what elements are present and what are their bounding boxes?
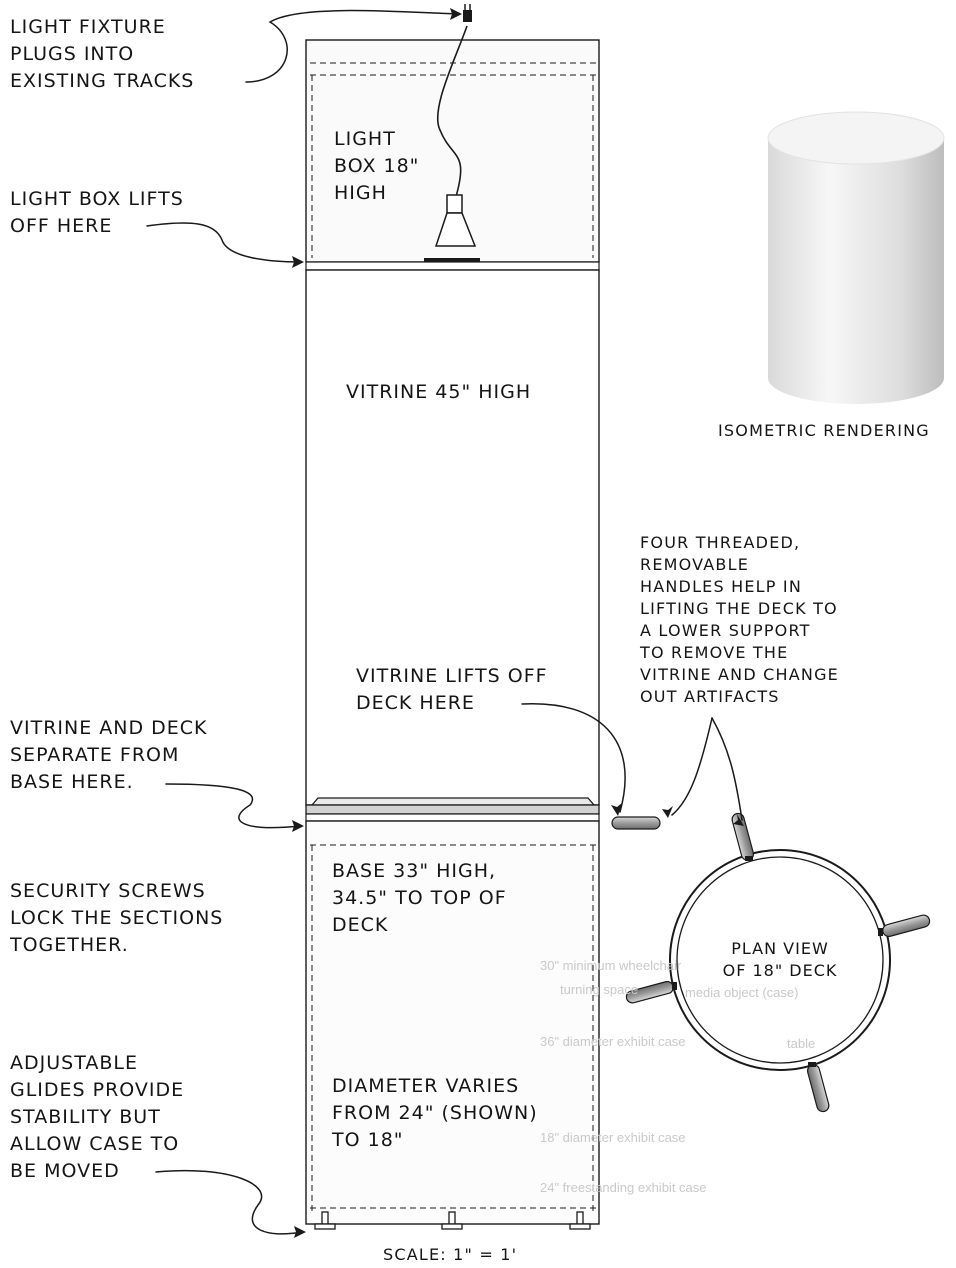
vitrine-body bbox=[305, 269, 600, 806]
glides bbox=[314, 1211, 591, 1230]
light-box-joint bbox=[305, 261, 600, 271]
label-base: BASE 33" HIGH, 34.5" TO TOP OF DECK bbox=[332, 860, 507, 936]
label-diameter: DIAMETER VARIES FROM 24" (SHOWN) TO 18" bbox=[332, 1075, 538, 1151]
ghost-text-1: 30" minimum wheelchair bbox=[540, 958, 682, 973]
ghost-text-5: 24" freestanding exhibit case bbox=[540, 1180, 707, 1195]
label-handles: FOUR THREADED, REMOVABLE HANDLES HELP IN… bbox=[640, 533, 839, 706]
label-vitrine-deck-separate: VITRINE AND DECK SEPARATE FROM BASE HERE… bbox=[10, 717, 208, 793]
plan-view bbox=[624, 811, 932, 1114]
label-isometric: ISOMETRIC RENDERING bbox=[718, 421, 930, 440]
label-light-box-lifts: LIGHT BOX LIFTS OFF HERE bbox=[10, 188, 184, 237]
ghost-text-2: turning space bbox=[560, 982, 639, 997]
ghost-text-7: table bbox=[787, 1036, 816, 1051]
label-plan-view: PLAN VIEW OF 18" DECK bbox=[722, 939, 838, 980]
base bbox=[305, 820, 600, 1225]
label-security: SECURITY SCREWS LOCK THE SECTIONS TOGETH… bbox=[10, 880, 224, 956]
leader-lines bbox=[146, 9, 743, 1235]
ghost-text-6: media object (case) bbox=[685, 985, 799, 1000]
light-fixture bbox=[424, 4, 480, 264]
isometric-cylinder bbox=[767, 111, 945, 404]
label-glides: ADJUSTABLE GLIDES PROVIDE STABILITY BUT … bbox=[10, 1052, 185, 1182]
ghost-text-4: 18" diameter exhibit case bbox=[540, 1130, 686, 1145]
ghost-text-3: 36" diameter exhibit case bbox=[540, 1034, 686, 1049]
label-scale: SCALE: 1" = 1' bbox=[383, 1245, 518, 1264]
label-light-box: LIGHT BOX 18" HIGH bbox=[334, 128, 420, 204]
deck bbox=[305, 797, 600, 822]
deck-handle bbox=[611, 816, 661, 830]
label-light-fixture: LIGHT FIXTURE PLUGS INTO EXISTING TRACKS bbox=[10, 16, 195, 92]
label-vitrine-lifts: VITRINE LIFTS OFF DECK HERE bbox=[356, 665, 548, 714]
arrowheads bbox=[292, 8, 744, 1238]
label-vitrine: VITRINE 45" HIGH bbox=[346, 381, 532, 403]
